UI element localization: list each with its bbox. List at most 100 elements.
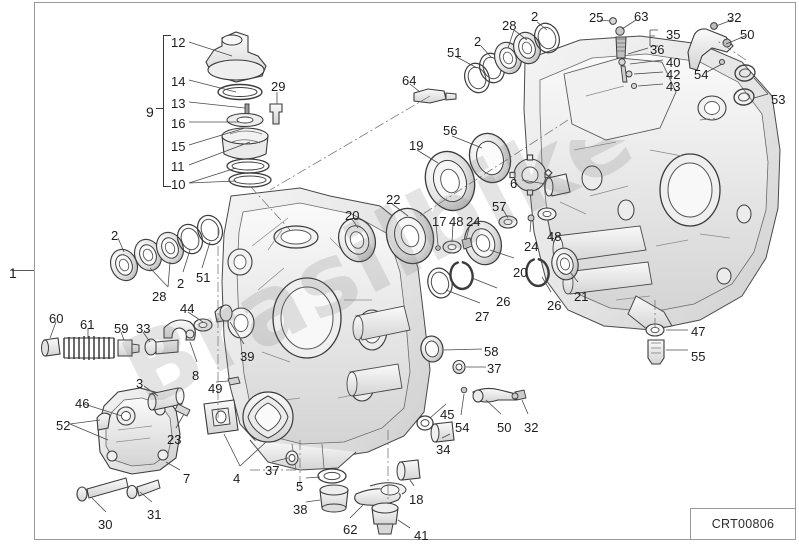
callout-27: 27 — [475, 309, 490, 324]
callout-41: 41 — [414, 528, 429, 543]
callout-63: 63 — [634, 9, 649, 24]
callout-49: 49 — [208, 381, 223, 396]
part-34-plug — [430, 421, 455, 443]
callout-2: 2 — [531, 9, 539, 24]
part-53-seal-b — [733, 88, 755, 106]
part-50-nozzle — [472, 387, 517, 403]
callout-31: 31 — [147, 507, 162, 522]
callout-7: 7 — [183, 471, 191, 486]
callout-44: 44 — [180, 301, 195, 316]
callout-8: 8 — [192, 368, 200, 383]
part-6-bush — [544, 173, 571, 197]
part-4-inner-rotor — [203, 399, 239, 435]
callout-50: 50 — [740, 27, 755, 42]
callout-36: 36 — [650, 42, 665, 57]
callout-42: 42 — [666, 67, 681, 82]
part-46-bush — [96, 412, 111, 431]
part-59-plug — [117, 339, 140, 357]
part-30-bolt — [76, 477, 129, 502]
callout-46: 46 — [75, 396, 90, 411]
callout-52: 52 — [56, 418, 71, 433]
part-37-plug-a — [285, 450, 299, 466]
callout-14: 14 — [171, 74, 186, 89]
callout-55: 55 — [691, 349, 706, 364]
callout-26: 26 — [547, 298, 562, 313]
callout-12: 12 — [171, 35, 186, 50]
callout-54: 54 — [455, 420, 470, 435]
callout-18: 18 — [409, 492, 424, 507]
callout-28: 28 — [502, 18, 517, 33]
callout-2: 2 — [111, 228, 119, 243]
callout-21: 21 — [574, 289, 589, 304]
callout-20: 20 — [345, 208, 360, 223]
callout-47: 47 — [691, 324, 706, 339]
callout-28: 28 — [152, 289, 167, 304]
callout-33: 33 — [136, 321, 151, 336]
part-49-key — [227, 376, 241, 386]
callout-13: 13 — [171, 96, 186, 111]
callout-2: 2 — [177, 276, 185, 291]
part-37-plug-b — [452, 359, 466, 375]
callout-39: 39 — [240, 349, 255, 364]
callout-48: 48 — [449, 214, 464, 229]
callout-16: 16 — [171, 116, 186, 131]
part-39-roller — [214, 304, 233, 323]
part-62-strainer — [354, 482, 407, 506]
ref-1-leader — [12, 270, 34, 271]
callout-3: 3 — [136, 376, 144, 391]
part-60-cap — [41, 337, 61, 357]
part-33-bolt — [144, 338, 179, 356]
callout-32: 32 — [524, 420, 539, 435]
part-23-pin — [174, 403, 191, 417]
callout-58: 58 — [484, 344, 499, 359]
part-58-seal — [420, 335, 444, 363]
part-3-shaft — [147, 387, 185, 411]
part-54-screw — [460, 386, 468, 394]
callout-59: 59 — [114, 321, 129, 336]
callout-53: 53 — [771, 92, 786, 107]
part-31-bolt — [126, 479, 161, 500]
oil-pump-body — [97, 387, 181, 475]
callout-35: 35 — [666, 27, 681, 42]
callout-10: 10 — [171, 177, 186, 192]
leader-lines — [49, 19, 769, 529]
part-38-drain-plug — [319, 484, 349, 513]
callout-20: 20 — [513, 265, 528, 280]
group-9-components — [205, 31, 272, 188]
right-crankcase-half — [523, 35, 781, 331]
callout-57: 57 — [492, 199, 507, 214]
callout-30: 30 — [98, 517, 113, 532]
part-53-seal-a — [734, 64, 756, 82]
callout-43: 43 — [666, 79, 681, 94]
group-bracket-9 — [163, 35, 171, 187]
part-8-lever — [163, 319, 196, 341]
callout-23: 23 — [167, 432, 182, 447]
callout-25: 25 — [589, 10, 604, 25]
callout-64: 64 — [402, 73, 417, 88]
callout-60: 60 — [49, 311, 64, 326]
callout-61: 61 — [80, 317, 95, 332]
callout-26: 26 — [496, 294, 511, 309]
callout-9: 9 — [146, 104, 154, 120]
callout-5: 5 — [296, 479, 304, 494]
part-29-plug — [269, 103, 283, 125]
group-bracket-9-nib — [156, 108, 164, 110]
callout-11: 11 — [171, 159, 185, 174]
part-50-bracket — [687, 22, 734, 71]
part-group-breather-fitting — [609, 17, 638, 90]
callout-51: 51 — [447, 45, 462, 60]
callout-19: 19 — [409, 138, 424, 153]
callout-22: 22 — [386, 192, 401, 207]
small-fasteners — [435, 207, 557, 254]
callout-45: 45 — [440, 407, 455, 422]
callout-62: 62 — [343, 522, 358, 537]
callout-17: 17 — [432, 214, 447, 229]
callout-29: 29 — [271, 79, 286, 94]
left-crankcase-half — [221, 187, 431, 471]
part-19-main-bearing — [424, 150, 476, 212]
callout-50: 50 — [497, 420, 512, 435]
part-4-outer-rotor — [242, 391, 294, 443]
callout-54: 54 — [694, 67, 709, 82]
